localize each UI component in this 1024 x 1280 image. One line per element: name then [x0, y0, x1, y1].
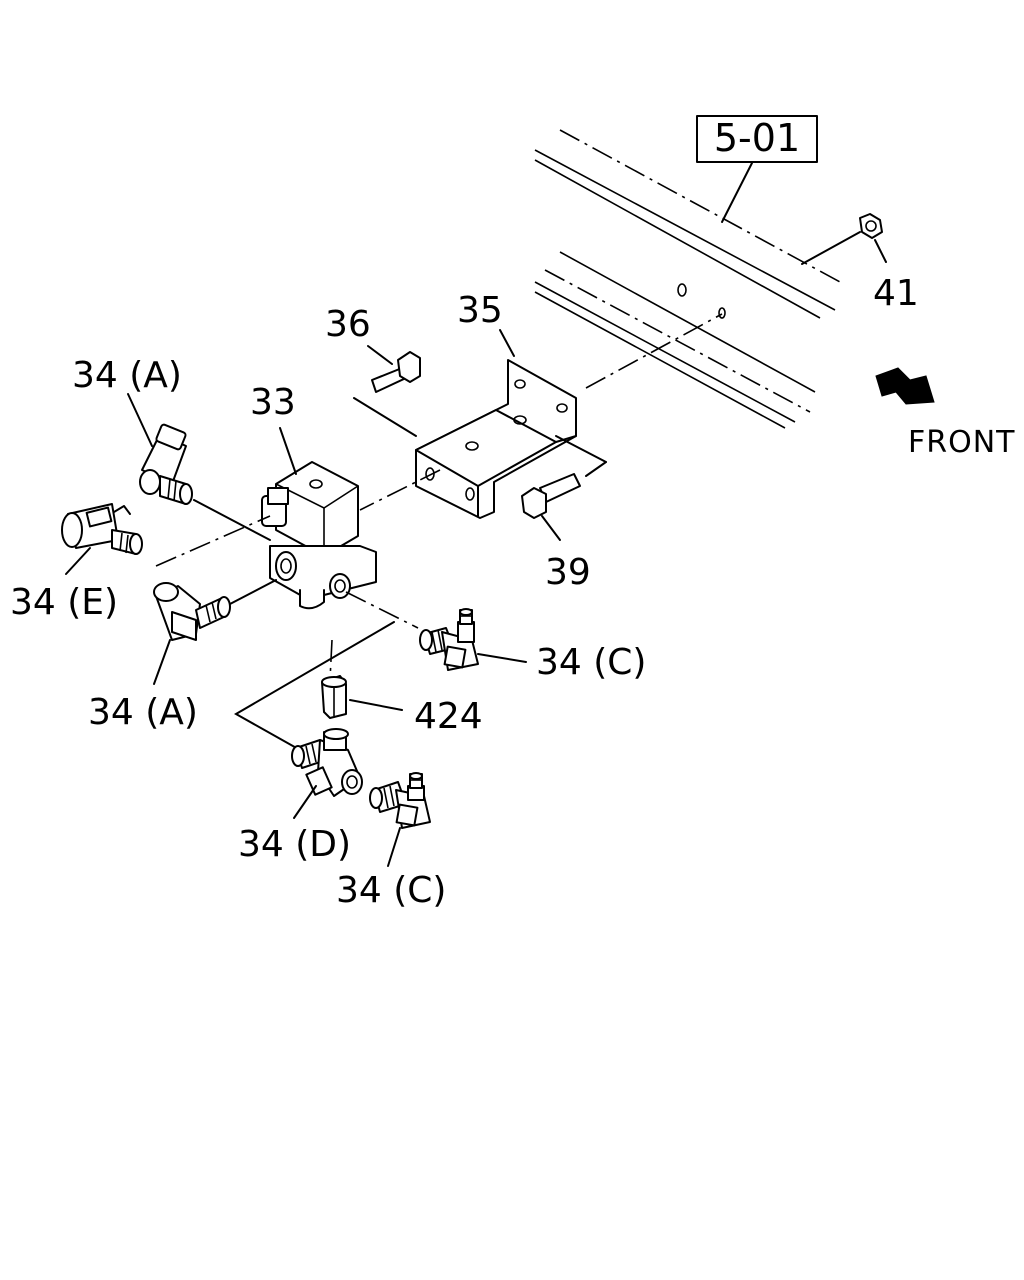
- part-34D-fitting: 34 (D): [238, 728, 363, 865]
- callout-34C-bottom: 34 (C): [336, 870, 446, 911]
- callout-34D: 34 (D): [238, 824, 351, 865]
- callout-34C-right: 34 (C): [536, 642, 646, 683]
- part-34A-top-fitting: 34 (A): [72, 355, 193, 505]
- part-34C-right-fitting: 34 (C): [419, 608, 646, 683]
- reference-box: 5-01: [696, 115, 818, 223]
- front-arrow-icon: [875, 367, 935, 405]
- part-39-bolt: 39: [521, 435, 607, 593]
- callout-34E: 34 (E): [10, 582, 118, 623]
- callout-41: 41: [873, 273, 919, 314]
- part-424-nut: 424: [321, 675, 483, 737]
- part-34E-fitting: 34 (E): [10, 503, 143, 623]
- callout-35: 35: [457, 290, 503, 331]
- callout-36: 36: [325, 304, 371, 345]
- callout-39: 39: [545, 552, 591, 593]
- callout-424: 424: [414, 696, 483, 737]
- callout-34A-top: 34 (A): [72, 355, 182, 396]
- part-35-bracket: 35: [415, 290, 577, 519]
- part-41-nut: 41: [801, 213, 919, 314]
- part-34A-bottom-fitting: 34 (A): [88, 582, 231, 733]
- part-33-valve: 33: [250, 382, 377, 610]
- front-label: FRONT: [908, 425, 1015, 460]
- part-34C-bottom-fitting: 34 (C): [336, 772, 446, 911]
- callout-34A-bottom: 34 (A): [88, 692, 198, 733]
- callout-33: 33: [250, 382, 296, 423]
- front-direction: FRONT: [875, 367, 1015, 460]
- frame-rail: [534, 129, 841, 429]
- part-36-bolt: 36: [325, 304, 421, 437]
- reference-box-label: 5-01: [714, 116, 800, 160]
